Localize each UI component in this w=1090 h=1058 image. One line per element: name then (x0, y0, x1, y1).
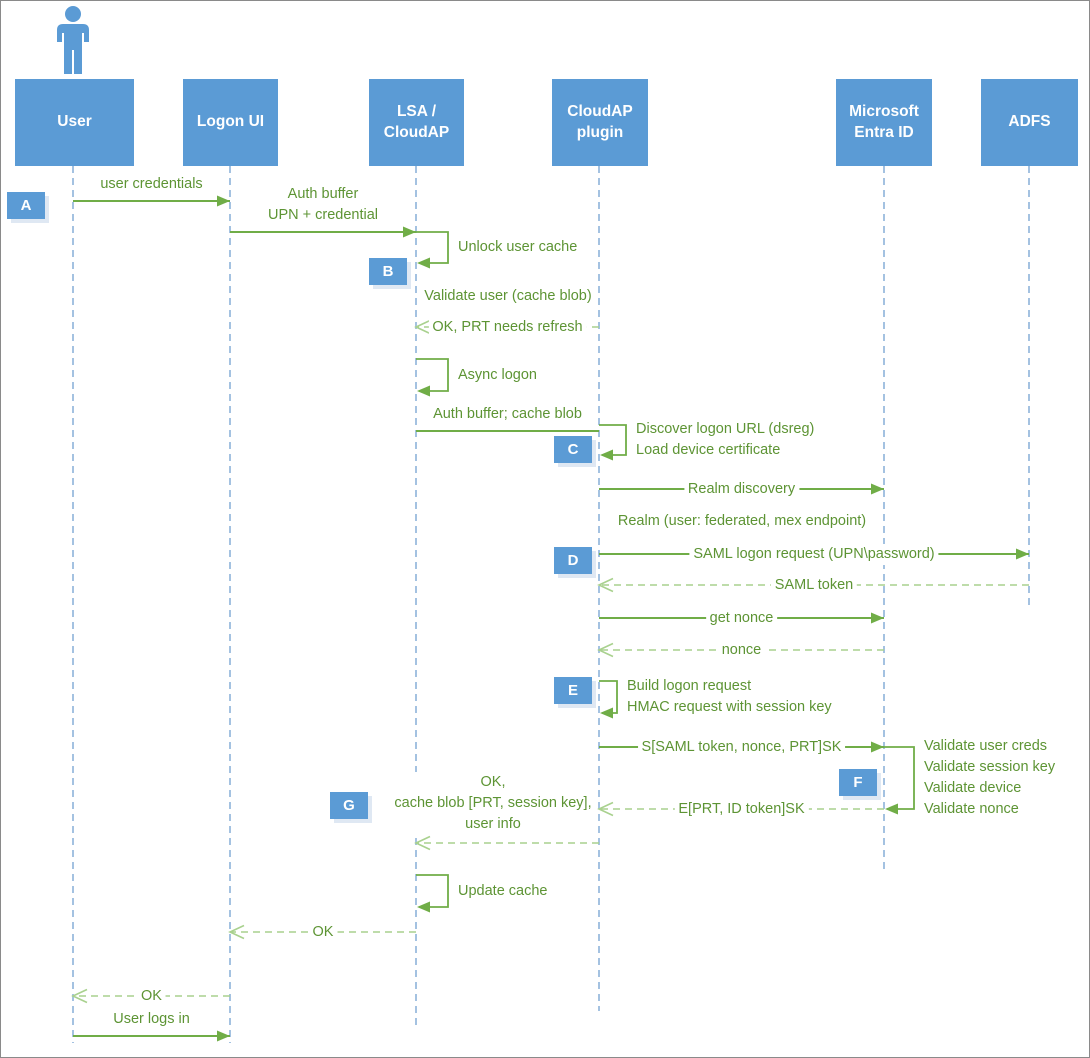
message-7-arrowhead (600, 449, 613, 461)
message-12-label: get nonce (705, 607, 778, 629)
message-16-self-loop (884, 746, 915, 810)
message-5-self-loop (416, 358, 449, 392)
message-1-label: Auth buffer UPN + credential (263, 184, 383, 226)
lifeline-user (72, 166, 74, 1043)
lifeline-logon-ui (229, 166, 231, 1043)
step-badge-f: F (839, 769, 877, 796)
step-badge-e: E (554, 677, 592, 704)
message-5-arrowhead (417, 385, 430, 397)
message-17-arrowhead (597, 801, 614, 817)
message-20-self-loop (416, 874, 449, 908)
lifeline-entra (883, 166, 885, 871)
message-11-label: SAML token (770, 574, 858, 596)
message-18-label: OK, cache blob [PRT, session key], user … (390, 771, 596, 835)
message-14-arrowhead (600, 707, 613, 719)
message-13-label: nonce (717, 639, 766, 661)
message-21-arrowhead (228, 924, 245, 940)
message-2-arrowhead (417, 257, 430, 269)
message-3-label: Validate user (cache blob) (420, 285, 596, 307)
step-badge-a: A (7, 192, 45, 219)
message-7-self-loop (599, 424, 627, 456)
message-9-label: Realm (user: federated, mex endpoint) (613, 510, 871, 532)
message-10-label: SAML logon request (UPN\password) (689, 543, 939, 565)
message-6-label: Auth buffer; cache blob (429, 404, 586, 425)
message-20-arrowhead (417, 901, 430, 913)
message-0-label: user credentials (96, 174, 207, 195)
actor-entra: Microsoft Entra ID (836, 79, 932, 166)
message-22-label: OK (137, 985, 166, 1007)
message-23-label: User logs in (109, 1009, 194, 1030)
actor-logon-ui: Logon UI (183, 79, 278, 166)
message-14-self-loop (599, 680, 618, 714)
message-20-label: Update cache (454, 880, 552, 902)
step-badge-g: G (330, 792, 368, 819)
message-23-arrowhead (217, 1030, 230, 1042)
step-badge-c: C (554, 436, 592, 463)
message-22-arrowhead (71, 988, 88, 1004)
lifeline-adfs (1028, 166, 1030, 609)
step-badge-d: D (554, 547, 592, 574)
message-21-label: OK (308, 921, 338, 943)
message-8-arrowhead (871, 483, 884, 495)
message-16-label: Validate user creds Validate session key… (920, 736, 1060, 820)
message-17-label: E[PRT, ID token]SK (674, 798, 809, 820)
message-1-arrowhead (403, 226, 416, 238)
message-15-label: S[SAML token, nonce, PRT]SK (637, 736, 846, 758)
message-8-label: Realm discovery (683, 478, 800, 500)
message-14-label: Build logon request HMAC request with se… (623, 676, 836, 718)
message-10-arrowhead (1016, 548, 1029, 560)
message-2-self-loop (416, 231, 449, 264)
actor-adfs: ADFS (981, 79, 1078, 166)
lifeline-lsa (415, 166, 417, 1027)
message-12-arrowhead (871, 612, 884, 624)
message-4-arrowhead (414, 319, 431, 335)
message-4-label: OK, PRT needs refresh (428, 316, 587, 338)
actor-user: User (15, 79, 134, 166)
message-16-arrowhead (885, 803, 898, 815)
message-13-arrowhead (597, 642, 614, 658)
lifeline-cloudap-plugin (598, 166, 600, 1011)
message-7-label: Discover logon URL (dsreg) Load device c… (632, 419, 819, 461)
message-19-arrowhead (414, 835, 431, 851)
message-2-label: Unlock user cache (454, 237, 582, 258)
message-11-arrowhead (597, 577, 614, 593)
user-person-icon (57, 6, 89, 74)
message-15-arrowhead (871, 741, 884, 753)
actor-cloudap-plugin: CloudAP plugin (552, 79, 648, 166)
message-0-arrowhead (217, 195, 230, 207)
step-badge-b: B (369, 258, 407, 285)
message-5-label: Async logon (454, 364, 541, 386)
actor-lsa: LSA / CloudAP (369, 79, 464, 166)
